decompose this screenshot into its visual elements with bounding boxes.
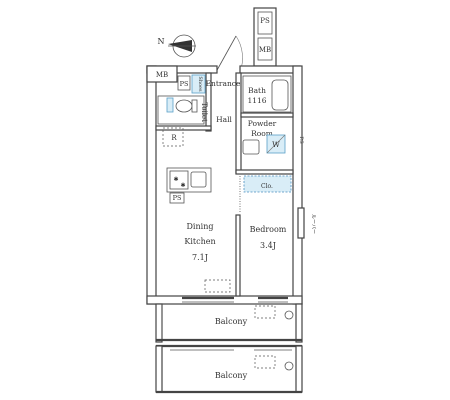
ps-top-label: PS bbox=[260, 17, 270, 25]
shoes-label: Shoes bbox=[197, 76, 203, 92]
dining-size-label: 7.1J bbox=[192, 253, 208, 262]
dining-label-line1: Dining bbox=[187, 222, 214, 231]
washbasin-icon bbox=[242, 139, 260, 155]
refrigerator-label: R bbox=[171, 134, 177, 142]
mb-left-label: MB bbox=[156, 71, 168, 79]
unit-outline bbox=[146, 65, 303, 305]
bedroom-size-label: 3.4J bbox=[260, 241, 276, 250]
lower-balcony-label: Balcony bbox=[215, 371, 248, 380]
mb-left-box: MB bbox=[146, 65, 178, 83]
bedroom-label: Bedroom bbox=[250, 225, 287, 234]
toilet-room: Toilet bbox=[157, 95, 208, 125]
svg-text:✱: ✱ bbox=[173, 176, 178, 183]
right-side-note-upper: P.S bbox=[298, 136, 304, 144]
upper-balcony: Balcony bbox=[155, 303, 303, 343]
right-side-note-lower: ルーバー bbox=[310, 214, 316, 234]
upper-balcony-label: Balcony bbox=[215, 317, 248, 326]
kitchen-counter: ✱ ✱ PS bbox=[166, 167, 212, 204]
closet: Clo. bbox=[239, 175, 292, 212]
ps-entrance-label: PS bbox=[180, 80, 189, 88]
powder-label-line1: Powder bbox=[248, 119, 277, 128]
dining-label-line2: Kitchen bbox=[184, 237, 215, 246]
toilet-bowl-icon bbox=[175, 99, 193, 113]
mb-top-label: MB bbox=[259, 46, 271, 54]
entrance-door bbox=[215, 35, 243, 73]
balcony-windows bbox=[182, 296, 288, 303]
bedroom: Bedroom 3.4J ルーバー bbox=[250, 207, 316, 250]
toilet-label: Toilet bbox=[200, 102, 208, 122]
stove-icon bbox=[169, 170, 189, 190]
washer-label: W bbox=[272, 140, 280, 149]
compass-north-label: N bbox=[158, 37, 165, 46]
powder-label-line2: Room bbox=[251, 129, 273, 138]
dining-kitchen: Dining Kitchen 7.1J bbox=[184, 222, 231, 293]
bath-size-label: 1116 bbox=[247, 96, 266, 105]
closet-label: Clo. bbox=[261, 183, 273, 190]
bath-room: Bath 1116 bbox=[242, 75, 292, 113]
ps-kitchen-label: PS bbox=[173, 194, 182, 202]
entrance-label: Entrance bbox=[206, 79, 241, 88]
refrigerator: R bbox=[162, 127, 184, 147]
hall-label: Hall bbox=[216, 115, 232, 124]
bath-label: Bath bbox=[248, 86, 266, 95]
compass: N bbox=[158, 34, 196, 58]
entrance-area: PS Shoes Entrance bbox=[177, 74, 241, 94]
sink-icon bbox=[190, 171, 207, 188]
powder-room: Powder Room W P.S bbox=[242, 119, 304, 155]
lower-balcony: Balcony bbox=[155, 344, 303, 394]
bathtub-icon bbox=[271, 79, 289, 111]
top-shaft-block: PS MB bbox=[253, 7, 277, 67]
svg-text:✱: ✱ bbox=[180, 182, 185, 189]
